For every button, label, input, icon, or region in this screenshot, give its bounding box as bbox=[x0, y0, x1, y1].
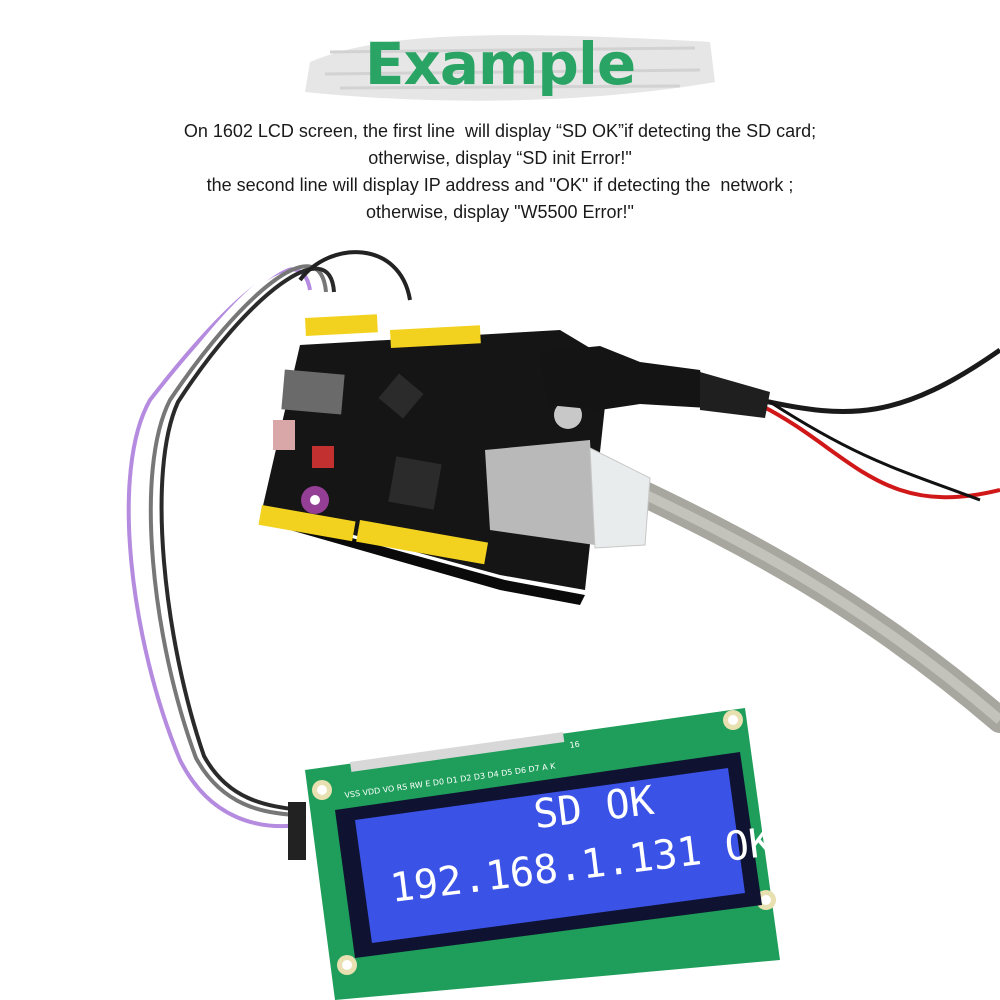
dc-power-jack bbox=[540, 346, 708, 410]
w5500-ethernet-board bbox=[258, 314, 770, 605]
header-top-left bbox=[305, 314, 378, 336]
description-text: On 1602 LCD screen, the first line will … bbox=[0, 118, 1000, 226]
header-bottom-left bbox=[258, 505, 356, 542]
lcd-pin-16-label: 16 bbox=[569, 740, 580, 750]
reset-button bbox=[312, 446, 334, 468]
w5500-chip bbox=[388, 456, 442, 510]
page-title: Example bbox=[364, 30, 636, 98]
header-top-right bbox=[390, 325, 481, 348]
description-line-4: otherwise, display "W5500 Error!" bbox=[366, 202, 634, 222]
lcd-wire-connector bbox=[288, 802, 306, 860]
rj45-jack bbox=[485, 440, 595, 545]
lcd-1602-module: VSS VDD VO RS RW E D0 D1 D2 D3 D4 D5 D6 … bbox=[288, 708, 780, 1000]
jumper-wires bbox=[126, 250, 412, 829]
sd-card-slot bbox=[281, 369, 345, 415]
description-line-3: the second line will display IP address … bbox=[206, 175, 794, 195]
power-cable-black bbox=[759, 347, 1000, 415]
header-bottom-right bbox=[356, 519, 489, 565]
brush-stroke-background bbox=[305, 35, 715, 101]
capacitor bbox=[554, 401, 582, 429]
microcontroller-chip bbox=[378, 373, 424, 419]
lcd-screen bbox=[355, 768, 745, 943]
lcd-header-pins bbox=[350, 732, 565, 772]
description-line-1: On 1602 LCD screen, the first line will … bbox=[183, 121, 817, 141]
description-line-2: otherwise, display “SD init Error!" bbox=[368, 148, 632, 168]
power-cable-red bbox=[759, 403, 1000, 500]
ethernet-cable bbox=[627, 479, 1000, 733]
